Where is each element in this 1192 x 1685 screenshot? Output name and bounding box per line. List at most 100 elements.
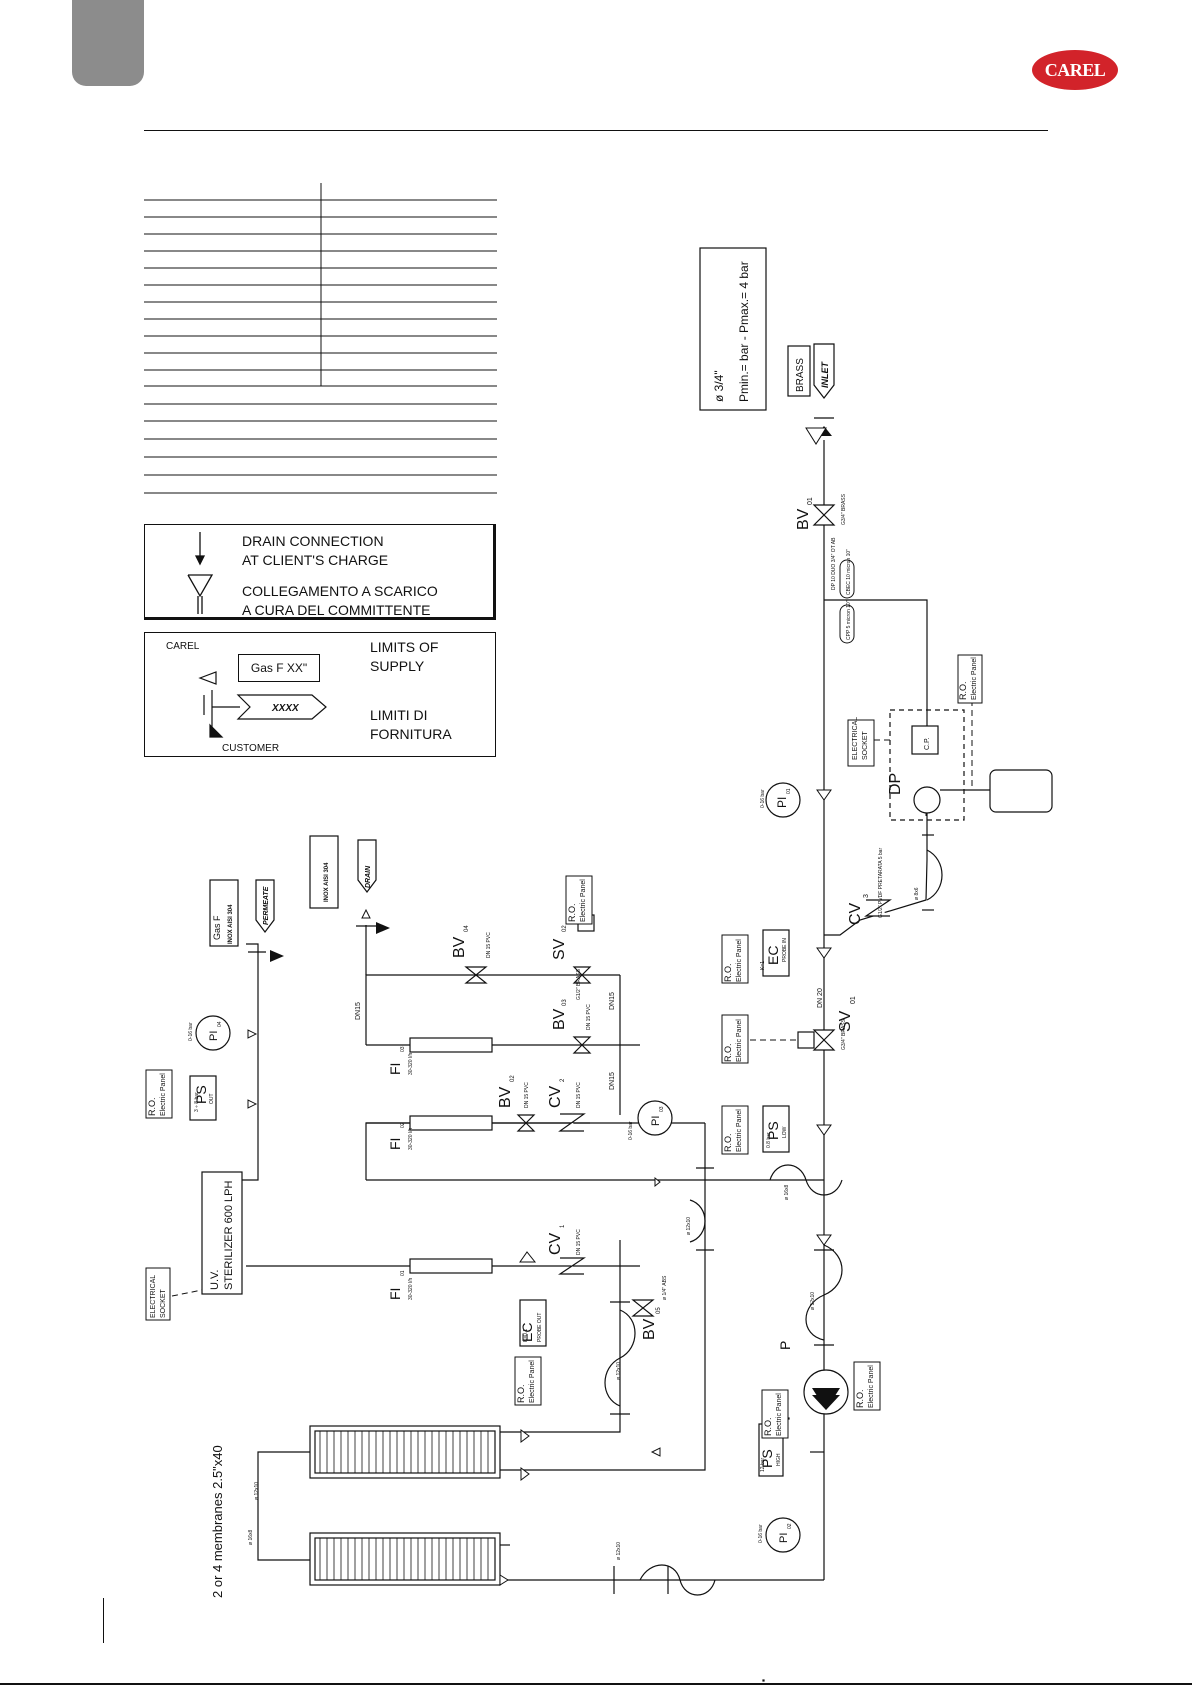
footer-rule	[103, 1598, 104, 1643]
svg-text:30-320 l/h: 30-320 l/h	[408, 1278, 414, 1300]
svg-text:ø 1/4" ABS: ø 1/4" ABS	[662, 1275, 668, 1300]
svg-text:PS: PS	[193, 1085, 209, 1104]
svg-text:R.O.: R.O.	[147, 1097, 157, 1116]
svg-text:R.O.: R.O.	[516, 1384, 526, 1403]
svg-text:BV: BV	[451, 936, 468, 958]
xxxx-label: XXXX	[271, 703, 300, 714]
uv-line2: STERILIZER 600 LPH	[223, 1181, 235, 1290]
svg-text:Gas F: Gas F	[212, 915, 222, 940]
svg-text:R.O.: R.O.	[855, 1389, 865, 1408]
limits-en-line2: SUPPLY	[370, 658, 425, 674]
svg-text:OUT: OUT	[209, 1093, 215, 1104]
svg-text:02: 02	[787, 1523, 793, 1529]
svg-text:R.O.: R.O.	[723, 963, 733, 982]
svg-text:0.8 bar: 0.8 bar	[766, 1132, 772, 1148]
svg-text:ø 12x10: ø 12x10	[810, 1292, 816, 1310]
drain-legend-line1: DRAIN CONNECTION	[242, 533, 384, 549]
svg-text:04: 04	[464, 925, 470, 932]
svg-text:Electric Panel: Electric Panel	[580, 879, 587, 922]
svg-text:0-16 bar: 0-16 bar	[760, 789, 766, 808]
svg-text:FI: FI	[387, 1138, 403, 1150]
svg-text:HIGH: HIGH	[776, 1453, 782, 1466]
inlet-pressure: Pmin.= bar - Pmax.= 4 bar	[737, 261, 751, 402]
svg-text:3: 3	[863, 894, 870, 898]
svg-text:DN 15 PVC: DN 15 PVC	[576, 1082, 582, 1108]
svg-text:DN 15 PVC: DN 15 PVC	[486, 932, 492, 958]
svg-text:FI: FI	[387, 1288, 403, 1300]
svg-text:03: 03	[400, 1046, 406, 1052]
header-rule	[144, 130, 1048, 131]
svg-text:EC: EC	[765, 946, 781, 965]
limits-it-line1: LIMITI DI	[370, 707, 428, 723]
drain-legend-line4: A CURA DEL COMMITTENTE	[242, 602, 431, 618]
bottom-line	[0, 1683, 1192, 1685]
svg-text:DN15: DN15	[609, 992, 616, 1010]
svg-text:G1/2" BRASS: G1/2" BRASS	[576, 968, 582, 1000]
svg-text:ø 12x10: ø 12x10	[616, 1362, 622, 1380]
drain-legend-line2: AT CLIENT'S CHARGE	[242, 552, 389, 568]
svg-text:ø 16x8: ø 16x8	[248, 1529, 254, 1545]
svg-text:ø 8x6: ø 8x6	[914, 887, 920, 900]
inlet-material: BRASS	[795, 358, 806, 392]
filter-housing: DP 10 DUO 3/4" OT AB	[831, 537, 837, 590]
svg-text:ø 12x10: ø 12x10	[616, 1542, 622, 1560]
limits-en-line1: LIMITS OF	[370, 639, 439, 655]
svg-text:BV: BV	[497, 1086, 514, 1108]
svg-text:FI: FI	[387, 1063, 403, 1075]
svg-text:03: 03	[659, 1106, 665, 1112]
svg-text:Electric Panel: Electric Panel	[971, 657, 978, 700]
svg-text:PERMEATE: PERMEATE	[263, 886, 270, 925]
svg-text:PI: PI	[650, 1116, 662, 1126]
legend-drain-box	[144, 524, 496, 620]
svg-text:CV: CV	[547, 1085, 564, 1108]
svg-text:ELECTRICAL: ELECTRICAL	[150, 1275, 157, 1318]
svg-text:C.P.: C.P.	[924, 737, 931, 750]
svg-text:PROBE OUT: PROBE OUT	[537, 1313, 543, 1342]
svg-text:03: 03	[562, 999, 568, 1006]
svg-text:12 bar: 12 bar	[760, 1457, 766, 1472]
svg-text:DN 15 PVC: DN 15 PVC	[524, 1082, 530, 1108]
svg-text:0-16 bar: 0-16 bar	[758, 1524, 764, 1543]
svg-text:INOX AISI 304: INOX AISI 304	[324, 862, 330, 902]
svg-text:02: 02	[510, 1075, 516, 1082]
svg-text:PI: PI	[775, 797, 789, 808]
svg-text:R.O.: R.O.	[723, 1043, 733, 1062]
svg-text:2: 2	[560, 1078, 566, 1082]
svg-text:G3/4" BRASS: G3/4" BRASS	[841, 493, 847, 525]
svg-text:R.O.: R.O.	[763, 1417, 773, 1436]
svg-text:DN 20: DN 20	[817, 988, 824, 1008]
svg-text:0-16 bar: 0-16 bar	[188, 1022, 194, 1041]
svg-text:SOCKET: SOCKET	[862, 730, 869, 760]
svg-text:PI: PI	[778, 1533, 790, 1543]
svg-text:SV: SV	[551, 938, 568, 960]
svg-text:01: 01	[850, 996, 857, 1004]
svg-text:Electric Panel: Electric Panel	[736, 1019, 743, 1062]
svg-text:BV: BV	[641, 1318, 658, 1340]
svg-text:02: 02	[400, 1122, 406, 1128]
svg-text:DN 15 PVC: DN 15 PVC	[586, 1004, 592, 1030]
uv-line1: U.V.	[209, 1270, 221, 1290]
svg-text:30-320 l/h: 30-320 l/h	[408, 1128, 414, 1150]
svg-text:INOX AISI 304: INOX AISI 304	[228, 904, 234, 944]
pump-tag: P	[777, 1341, 793, 1350]
svg-text:DN15: DN15	[355, 1002, 362, 1020]
page-tab	[72, 0, 144, 86]
carel-logo: CAREL	[1032, 50, 1118, 90]
svg-text:DN 15 PVC: DN 15 PVC	[576, 1229, 582, 1255]
legend-limits-box	[144, 632, 496, 757]
svg-text:Electric Panel: Electric Panel	[529, 1360, 536, 1403]
svg-text:05: 05	[656, 1307, 662, 1314]
svg-text:PS: PS	[759, 1449, 775, 1468]
svg-text:SV: SV	[837, 1010, 854, 1032]
svg-text:01: 01	[786, 788, 792, 794]
svg-text:G3/4" BRASS: G3/4" BRASS	[841, 1018, 847, 1050]
svg-text:ø 12x10: ø 12x10	[254, 1482, 260, 1500]
svg-text:ø 16x8: ø 16x8	[784, 1184, 790, 1200]
svg-text:G1/2" PVDF PRETARATA 5 bar: G1/2" PVDF PRETARATA 5 bar	[878, 848, 884, 918]
svg-text:Electric Panel: Electric Panel	[868, 1365, 875, 1408]
svg-text:CV: CV	[547, 1232, 564, 1255]
